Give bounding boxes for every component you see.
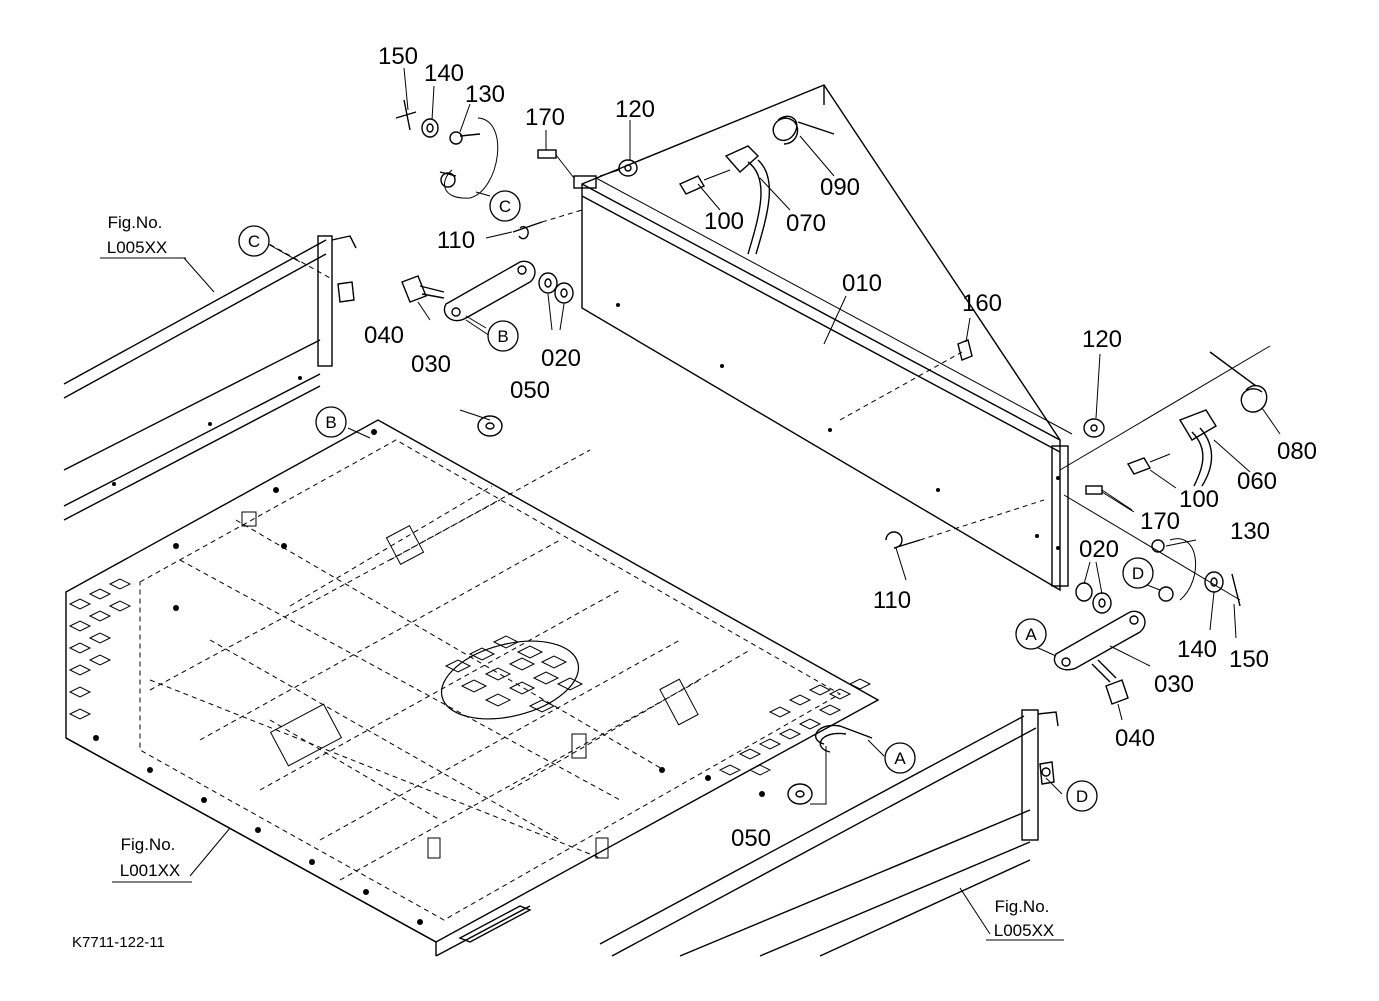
part-label: 080: [1277, 438, 1317, 465]
part-label: 140: [424, 60, 464, 87]
part-label: 130: [1230, 518, 1270, 545]
part-label: 040: [364, 322, 404, 349]
callout-letter: C: [248, 232, 260, 251]
fig-ref-upper-left: Fig.No. L005XX: [100, 213, 186, 259]
part-label: 120: [1082, 326, 1122, 353]
callout-a-link: A: [1015, 618, 1047, 650]
frame-rail-upper-left: [63, 235, 357, 521]
callout-letter: C: [499, 197, 511, 216]
fig-ref-lower-right: Fig.No. L005XX: [986, 897, 1064, 941]
part-label: 020: [1079, 536, 1119, 563]
part-label: 030: [411, 351, 451, 378]
callout-letter: B: [325, 413, 336, 432]
part-label: 150: [1229, 646, 1269, 673]
callout-letter: A: [1025, 625, 1037, 644]
mesh-patch-right: [718, 678, 872, 776]
fig-ref-lower-left: Fig.No. L001XX: [112, 835, 192, 883]
part-label: 070: [786, 210, 826, 237]
fig-ref-number: L001XX: [120, 861, 181, 880]
part-label: 120: [615, 96, 655, 123]
part-label: 050: [510, 377, 550, 404]
callout-letter: D: [1132, 564, 1144, 583]
part-label: 150: [378, 43, 418, 70]
part-label: 060: [1237, 468, 1277, 495]
callout-letter: B: [497, 327, 508, 346]
part-label: 170: [525, 104, 565, 131]
part-label: 110: [437, 227, 475, 254]
fig-ref-caption: Fig.No.: [995, 897, 1050, 916]
callout-a-deck: A: [884, 742, 916, 774]
callout-letter: D: [1076, 787, 1088, 806]
part-number-labels: 150 140 130 170 120 090 070 100 110 010 …: [364, 43, 1317, 852]
callout-b-upper: B: [487, 320, 519, 352]
fig-ref-caption: Fig.No.: [108, 213, 163, 232]
part-label: 100: [1179, 486, 1219, 513]
part-label: 130: [465, 81, 505, 108]
nut-050-lower: [787, 746, 827, 805]
part-label: 090: [820, 174, 860, 201]
figure-code: K7711-122-11: [72, 934, 165, 951]
part-label: 010: [842, 270, 882, 297]
mesh-patch-center: [440, 635, 584, 720]
callout-d-pin: D: [1122, 557, 1154, 589]
part-label: 050: [731, 825, 771, 852]
callout-letter: A: [894, 749, 906, 768]
part-label: 170: [1140, 508, 1180, 535]
panel-010: [573, 84, 1073, 592]
callout-c-upper: C: [489, 190, 521, 222]
fig-ref-caption: Fig.No.: [121, 835, 176, 854]
callout-b-deck: B: [315, 406, 347, 438]
frame-rail-lower-right: [599, 709, 1059, 957]
part-label: 100: [704, 208, 744, 235]
part-label: 110: [873, 587, 911, 614]
fig-ref-number: L005XX: [107, 238, 168, 257]
part-label: 160: [962, 290, 1002, 317]
floor-deck: [65, 419, 880, 957]
mesh-patch-left: [68, 578, 132, 720]
part-label: 020: [541, 345, 581, 372]
pin-clip-group-left: [395, 99, 638, 240]
spring-lever-group-upper: [678, 115, 835, 255]
fig-ref-number: L005XX: [994, 921, 1055, 940]
nut-050-upper: [459, 409, 503, 437]
part-label: 140: [1177, 636, 1217, 663]
link-bolt-group-left: [401, 260, 574, 322]
leader-lines: [183, 67, 1281, 935]
callout-d-rail: D: [1066, 780, 1098, 812]
part-label: 040: [1115, 725, 1155, 752]
part-label: 030: [1154, 671, 1194, 698]
callout-c-left: C: [238, 225, 270, 257]
